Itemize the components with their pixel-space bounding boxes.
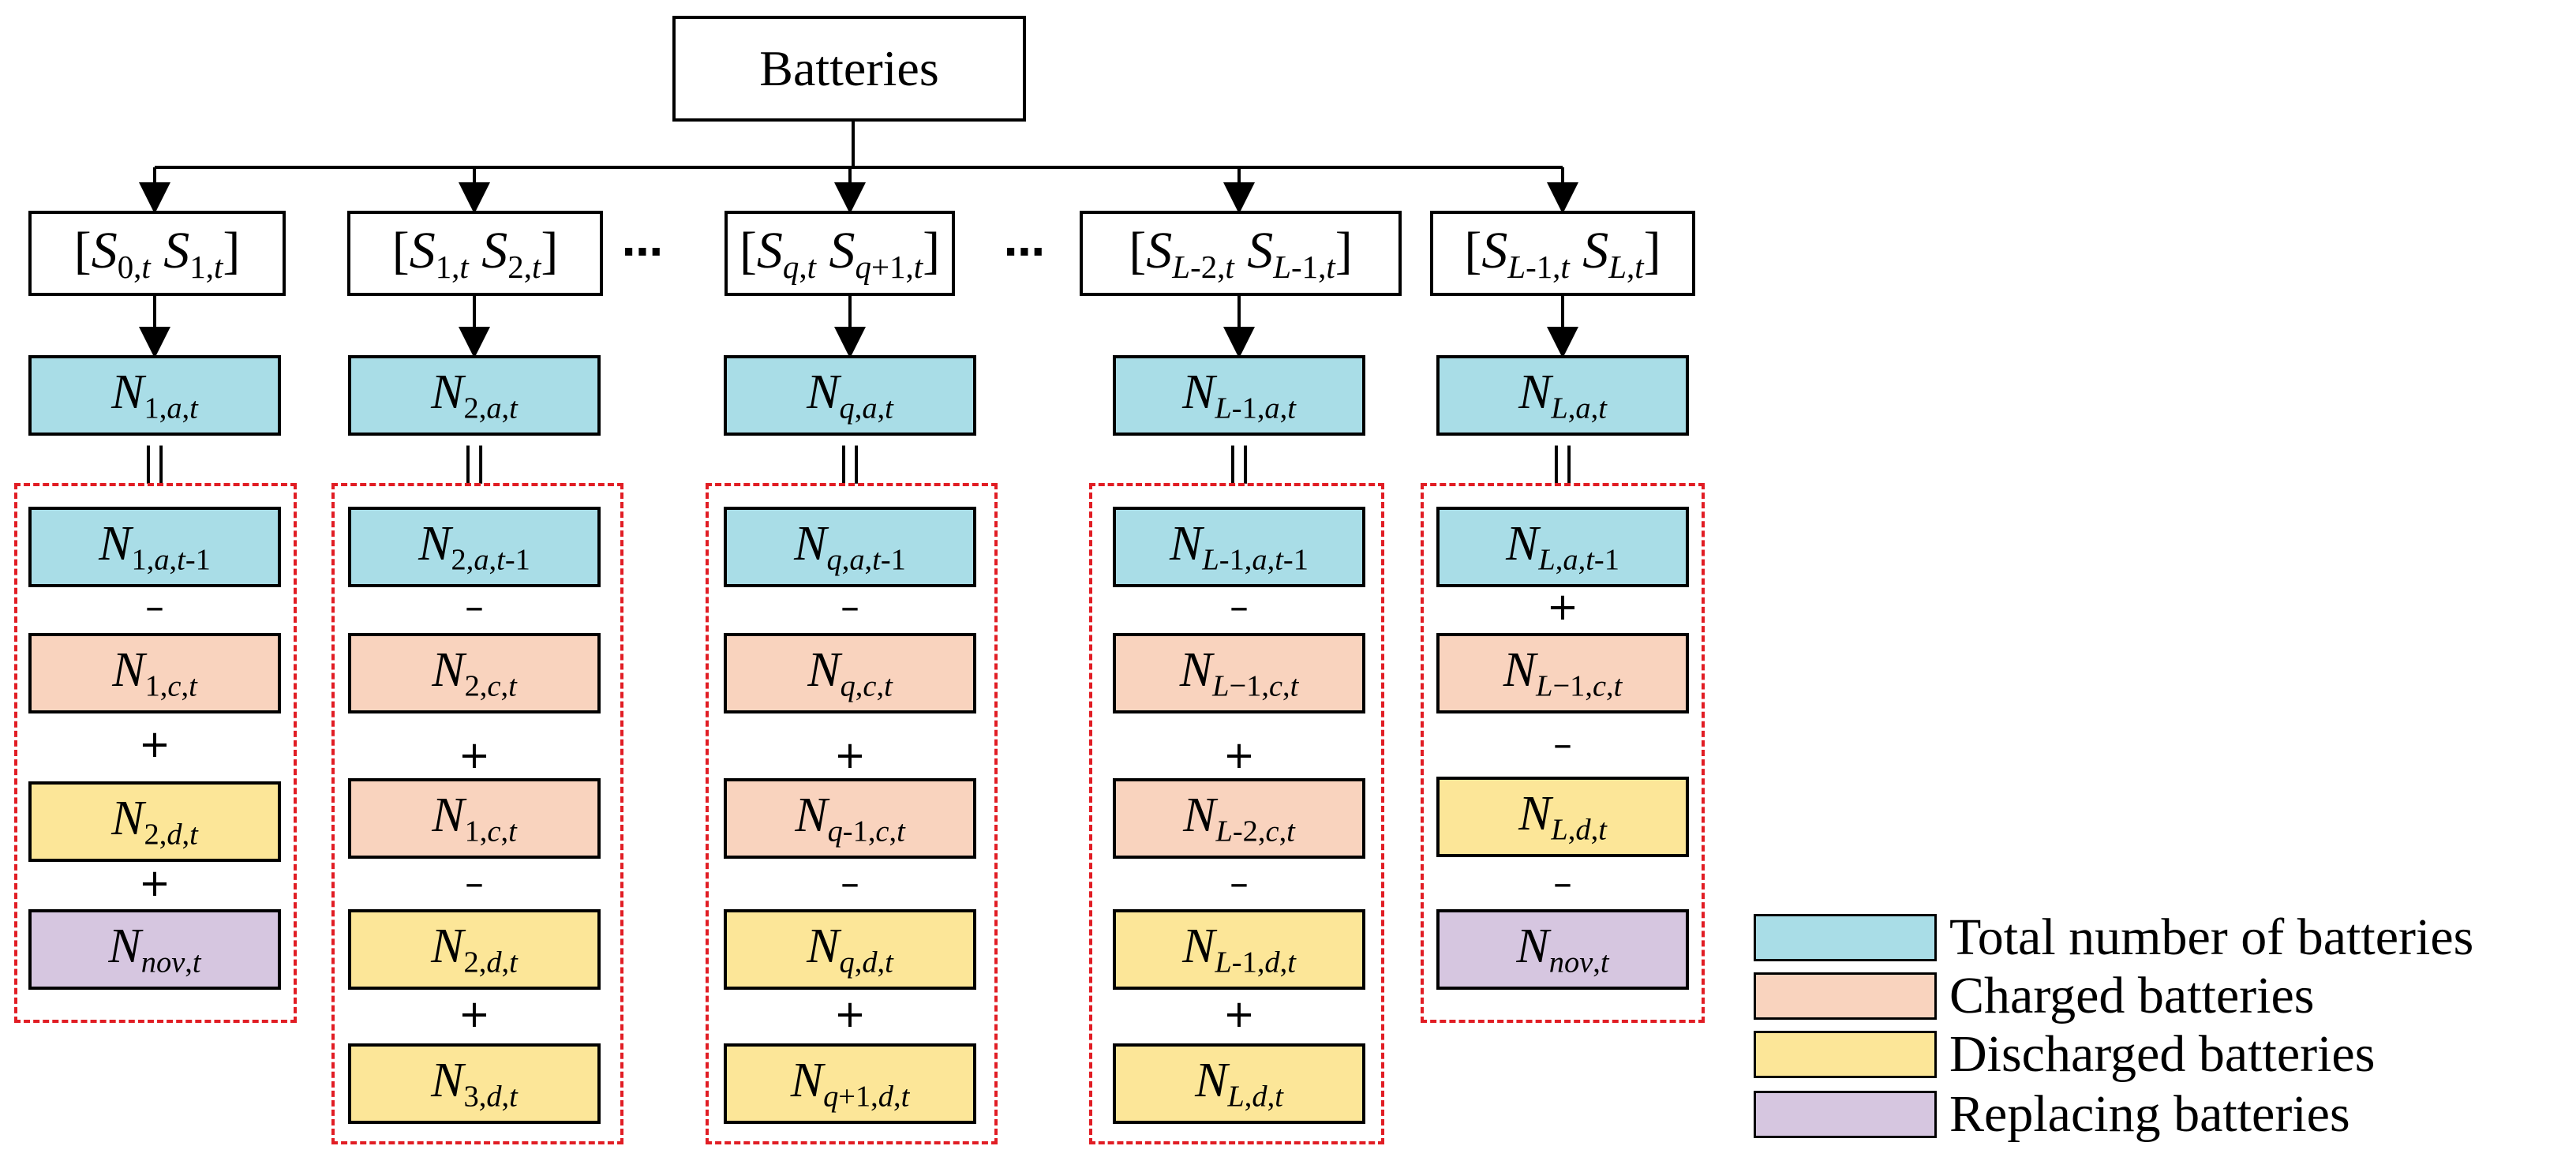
charged-term-node: Nq,c,t bbox=[724, 633, 976, 713]
soc-range-label: [S0,t S1,t] bbox=[73, 221, 241, 286]
equals-sign-5: || bbox=[1549, 440, 1576, 484]
discharged-term-node: NL,d,t bbox=[1113, 1043, 1365, 1124]
charged-term-node: NL−1,c,t bbox=[1436, 633, 1689, 713]
minus-operator: – bbox=[1553, 722, 1572, 766]
minus-operator: – bbox=[1553, 861, 1572, 905]
legend-swatch-replacing bbox=[1754, 1091, 1937, 1138]
discharged-term-node: N2,d,t bbox=[348, 909, 601, 990]
discharged-term-node: NL,d,t bbox=[1436, 777, 1689, 857]
plus-operator: + bbox=[458, 733, 491, 777]
equation-group-3 bbox=[706, 483, 998, 1144]
legend-swatch-total bbox=[1754, 914, 1937, 961]
legend-label-charged: Charged batteries bbox=[1949, 967, 2315, 1024]
minus-operator: – bbox=[1230, 861, 1249, 905]
charged-term-node: N1,c,t bbox=[348, 778, 601, 859]
soc-range-box-5: [SL-1,t SL,t] bbox=[1430, 211, 1695, 296]
charged-term-node: N1,c,t bbox=[28, 633, 281, 713]
plus-operator: + bbox=[1222, 733, 1256, 777]
discharged-term-node: Nq,d,t bbox=[724, 909, 976, 990]
discharged-term-node: N2,d,t bbox=[28, 781, 281, 862]
discharged-term-node: Nq+1,d,t bbox=[724, 1043, 976, 1124]
equals-sign-3: || bbox=[837, 440, 863, 484]
soc-range-box-2: [S1,t S2,t] bbox=[347, 211, 603, 296]
legend-swatch-discharged bbox=[1754, 1031, 1937, 1078]
soc-range-box-3: [Sq,t Sq+1,t] bbox=[724, 211, 955, 296]
charged-term-node: NL-2,c,t bbox=[1113, 778, 1365, 859]
plus-operator: + bbox=[458, 992, 491, 1036]
charged-term-node: Nq-1,c,t bbox=[724, 778, 976, 859]
discharged-term-node: NL-1,d,t bbox=[1113, 909, 1365, 990]
soc-range-label: [S1,t S2,t] bbox=[391, 221, 559, 286]
soc-range-label: [SL-1,t SL,t] bbox=[1464, 221, 1661, 286]
charged-term-node: NL−1,c,t bbox=[1113, 633, 1365, 713]
plus-operator: + bbox=[1546, 585, 1579, 629]
soc-range-box-1: [S0,t S1,t] bbox=[28, 211, 286, 296]
equals-sign-4: || bbox=[1226, 440, 1252, 484]
total-term-node: Nq,a,t-1 bbox=[724, 507, 976, 587]
soc-range-label: [SL-2,t SL-1,t] bbox=[1129, 221, 1353, 286]
total-term-node: NL,a,t-1 bbox=[1436, 507, 1689, 587]
discharged-term-node: N3,d,t bbox=[348, 1043, 601, 1124]
batteries-root-label: Batteries bbox=[759, 40, 939, 96]
minus-operator: – bbox=[841, 585, 859, 629]
total-term-node: N1,a,t-1 bbox=[28, 507, 281, 587]
total-node-2: N2,a,t bbox=[348, 355, 601, 436]
minus-operator: – bbox=[465, 585, 484, 629]
equation-group-5 bbox=[1421, 483, 1705, 1023]
equation-group-2 bbox=[331, 483, 623, 1144]
total-node-4: NL-1,a,t bbox=[1113, 355, 1365, 436]
legend-label-replacing: Replacing batteries bbox=[1949, 1085, 2350, 1143]
minus-operator: – bbox=[1230, 585, 1249, 629]
total-node-3: Nq,a,t bbox=[724, 355, 976, 436]
minus-operator: – bbox=[145, 585, 164, 629]
equals-sign-1: || bbox=[141, 440, 168, 484]
replacing-term-node: Nnov,t bbox=[28, 909, 281, 990]
ellipsis-left: ⋯ bbox=[622, 229, 665, 276]
soc-range-label: [Sq,t Sq+1,t] bbox=[739, 221, 941, 286]
minus-operator: – bbox=[465, 861, 484, 905]
minus-operator: – bbox=[841, 861, 859, 905]
plus-operator: + bbox=[833, 992, 867, 1036]
replacing-term-node: Nnov,t bbox=[1436, 909, 1689, 990]
legend-label-total: Total number of batteries bbox=[1949, 908, 2474, 966]
legend-label-discharged: Discharged batteries bbox=[1949, 1025, 2376, 1083]
legend-swatch-charged bbox=[1754, 972, 1937, 1020]
plus-operator: + bbox=[138, 861, 171, 905]
total-node-5: NL,a,t bbox=[1436, 355, 1689, 436]
plus-operator: + bbox=[138, 722, 171, 766]
plus-operator: + bbox=[1222, 992, 1256, 1036]
ellipsis-right: ⋯ bbox=[1004, 229, 1046, 276]
equation-group-1 bbox=[14, 483, 297, 1023]
total-term-node: NL-1,a,t-1 bbox=[1113, 507, 1365, 587]
plus-operator: + bbox=[833, 733, 867, 777]
equals-sign-2: || bbox=[461, 440, 488, 484]
charged-term-node: N2,c,t bbox=[348, 633, 601, 713]
total-term-node: N2,a,t-1 bbox=[348, 507, 601, 587]
batteries-root-box: Batteries bbox=[672, 16, 1026, 122]
soc-range-box-4: [SL-2,t SL-1,t] bbox=[1080, 211, 1402, 296]
total-node-1: N1,a,t bbox=[28, 355, 281, 436]
equation-group-4 bbox=[1089, 483, 1384, 1144]
